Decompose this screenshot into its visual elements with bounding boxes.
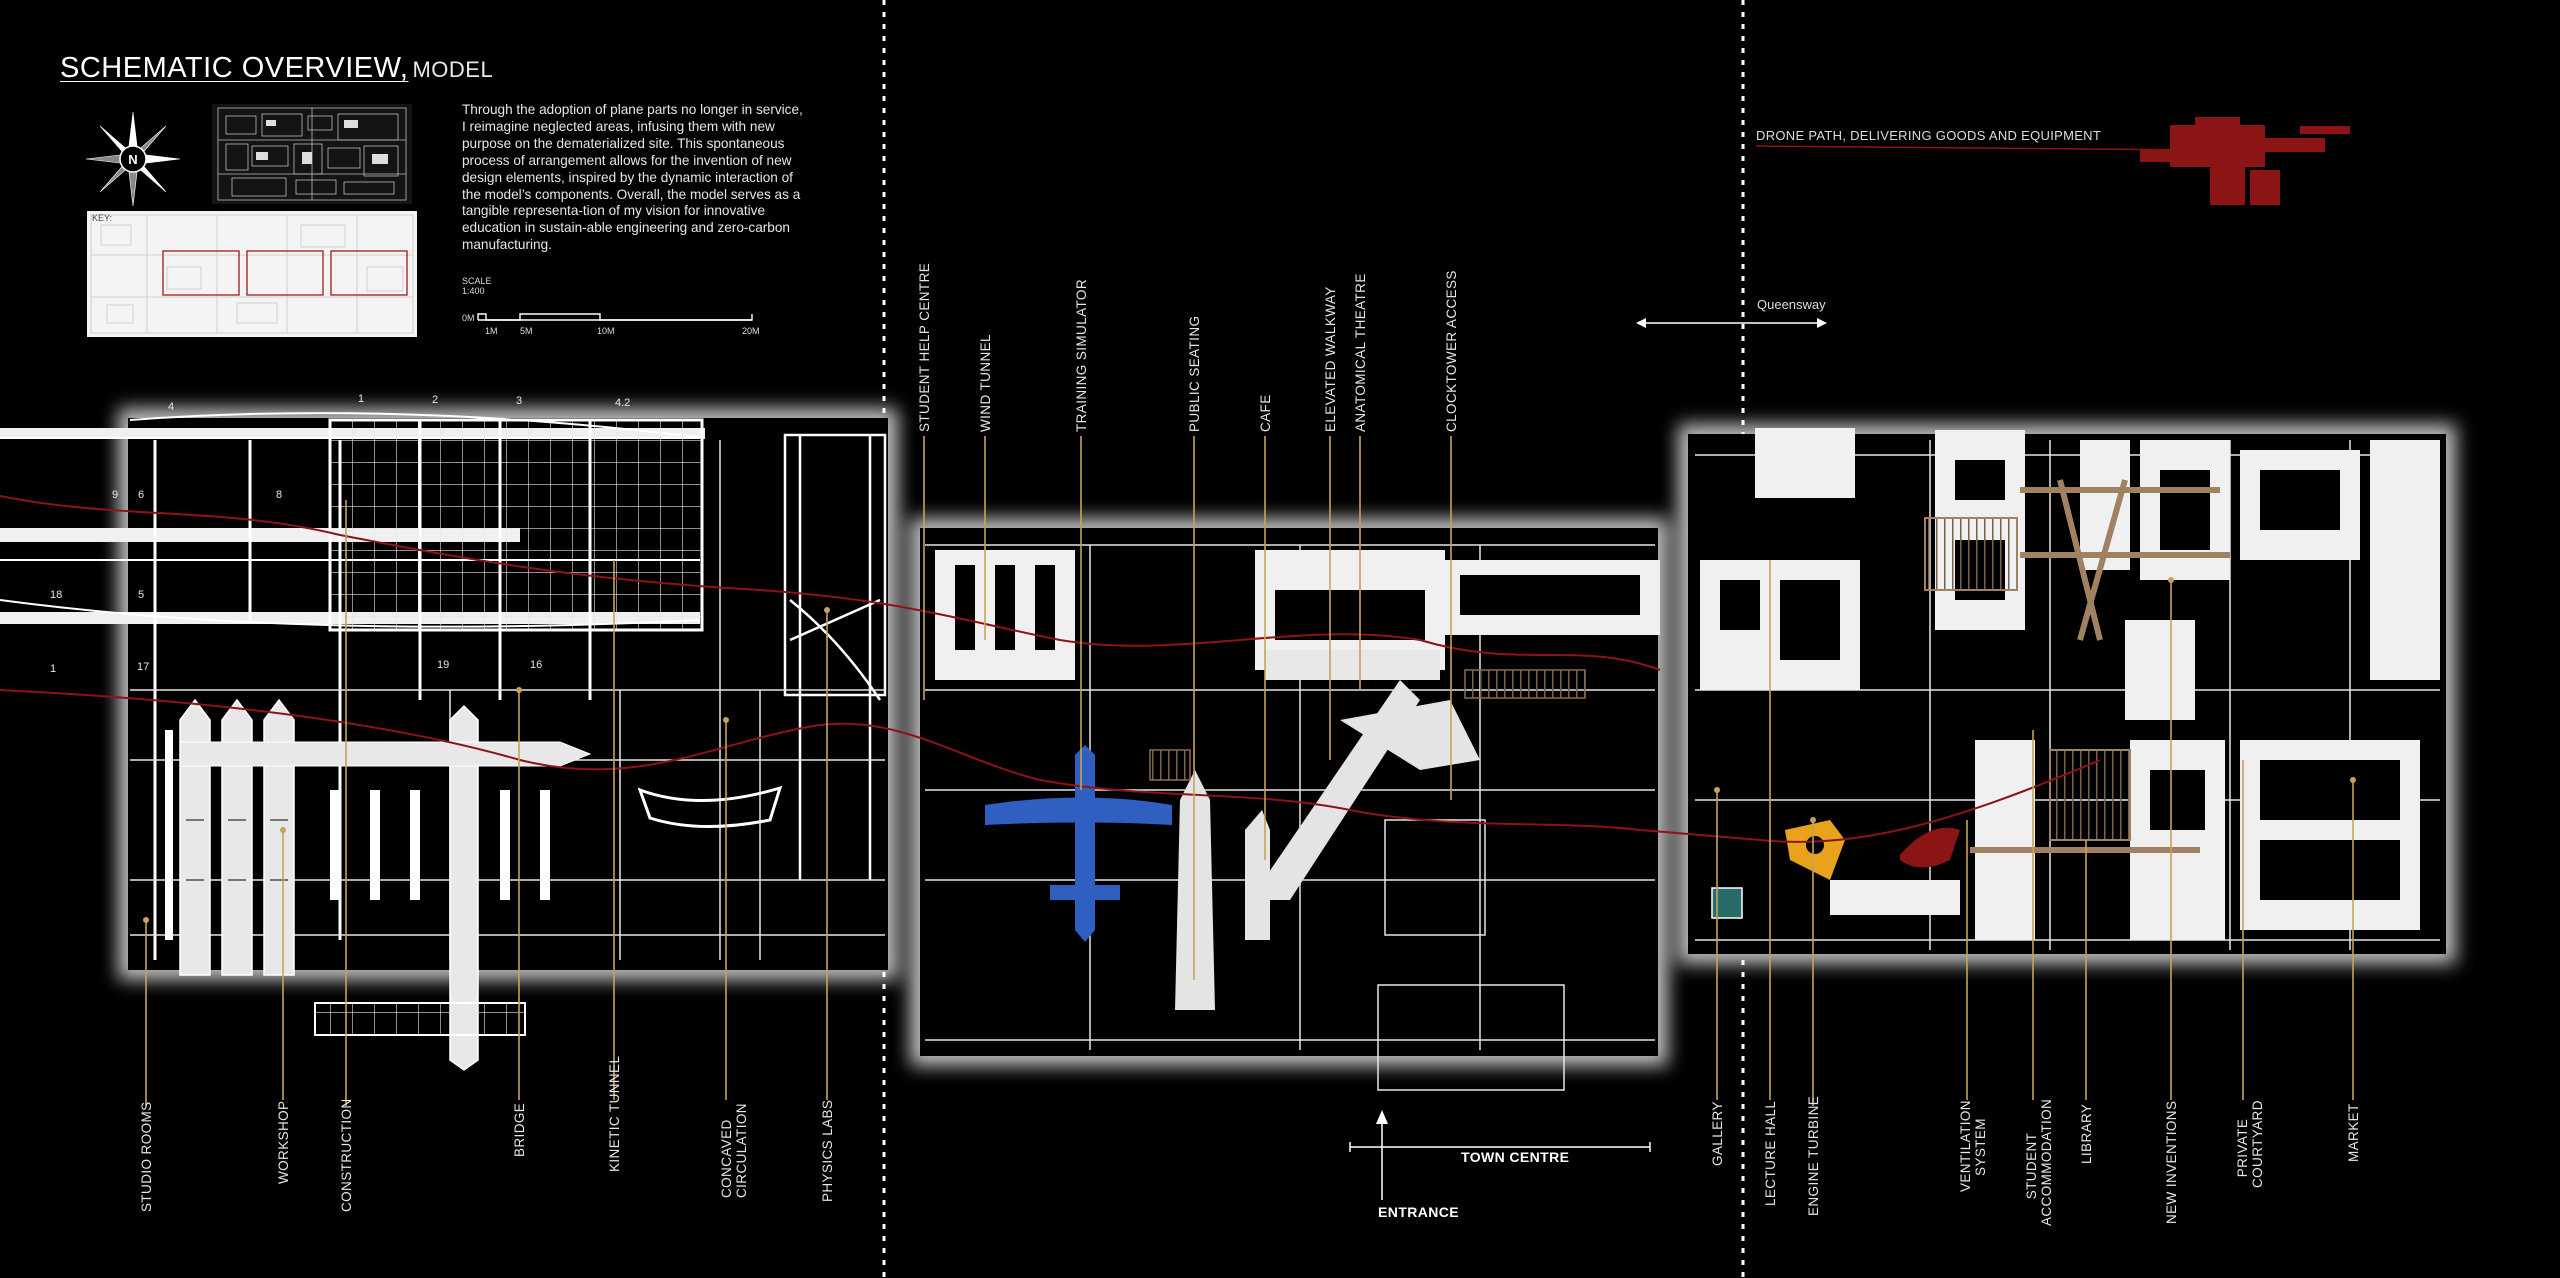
label-construction: CONSTRUCTION xyxy=(339,1098,354,1212)
label-wind-tunnel: WIND TUNNEL xyxy=(978,334,993,432)
label-student-help-centre: STUDENT HELP CENTRE xyxy=(917,262,932,432)
right-model xyxy=(1695,428,2440,950)
compass-icon: N xyxy=(86,112,180,206)
top-leader-lines xyxy=(923,436,1452,980)
scale-tick-0: 0M xyxy=(462,313,475,323)
label-market: MARKET xyxy=(2346,1103,2361,1162)
model-number: 18 xyxy=(50,589,62,601)
label-cafe: CAFE xyxy=(1258,394,1273,432)
label-private-courtyard: PRIVATE COURTYARD xyxy=(2235,1100,2265,1188)
model-number: 3 xyxy=(516,395,522,407)
model-number: 1 xyxy=(358,393,364,405)
label-gallery: GALLERY xyxy=(1710,1101,1725,1166)
entrance-label: ENTRANCE xyxy=(1378,1204,1459,1220)
label-workshop: WORKSHOP xyxy=(276,1100,291,1184)
middle-model xyxy=(925,544,1660,1091)
model-numbers: 4 1 2 3 4.2 9 6 8 18 5 17 1 19 16 xyxy=(50,393,630,675)
scale-bar xyxy=(477,313,753,321)
scale-title: SCALE xyxy=(462,276,492,286)
scale-tick-1: 1M xyxy=(485,326,498,336)
scale-ratio: 1:400 xyxy=(462,286,485,296)
site-plan-thumbnail xyxy=(212,104,412,204)
model-number: 8 xyxy=(276,489,282,501)
compass-letter: N xyxy=(128,152,137,167)
label-bridge: BRIDGE xyxy=(512,1102,527,1157)
label-anatomical-theatre: ANATOMICAL THEATRE xyxy=(1353,273,1368,432)
model-number: 4.2 xyxy=(615,397,630,409)
label-ventilation-system: VENTILATION SYSTEM xyxy=(1958,1100,1988,1192)
model-number: 6 xyxy=(138,489,144,501)
model-number: 2 xyxy=(432,394,438,406)
model-number: 1 xyxy=(50,663,56,675)
page-title: SCHEMATIC OVERVIEW,MODEL xyxy=(60,52,493,85)
model-number: 16 xyxy=(530,659,542,671)
town-centre-label: TOWN CENTRE xyxy=(1461,1149,1570,1165)
label-kinetic-tunnel: KINETIC TUNNEL xyxy=(607,1055,622,1172)
leader-dots xyxy=(143,577,2356,923)
model-number: 4 xyxy=(168,401,174,413)
label-student-accommodation: STUDENT ACCOMMODATION xyxy=(2024,1098,2054,1226)
key-label: KEY: xyxy=(92,213,113,223)
title-sub: MODEL xyxy=(412,57,494,82)
blue-plane xyxy=(985,745,1172,942)
queensway-arrow xyxy=(1636,318,1827,328)
model-number: 5 xyxy=(138,589,144,601)
label-elevated-walkway: ELEVATED WALKWAY xyxy=(1323,286,1338,432)
label-training-simulator: TRAINING SIMULATOR xyxy=(1074,279,1089,432)
model-number: 9 xyxy=(112,489,118,501)
label-engine-turbine: ENGINE TURBINE xyxy=(1806,1095,1821,1216)
red-machine xyxy=(1900,827,1960,868)
drone-icon xyxy=(2140,117,2350,205)
scale-tick-4: 20M xyxy=(742,326,760,336)
label-clocktower-access: CLOCKTOWER ACCESS xyxy=(1444,270,1459,432)
drone-path-label: DRONE PATH, DELIVERING GOODS AND EQUIPME… xyxy=(1756,128,2102,143)
scale-label: SCALE 1:400 xyxy=(462,276,492,296)
town-centre-marker xyxy=(1349,1110,1651,1200)
label-lecture-hall: LECTURE HALL xyxy=(1763,1100,1778,1206)
label-new-inventions: NEW INVENTIONS xyxy=(2164,1100,2179,1224)
scale-tick-2: 5M xyxy=(520,326,533,336)
left-model xyxy=(0,412,887,1071)
label-concaved-circulation: CONCAVED CIRCULATION xyxy=(719,1103,749,1198)
title-main: SCHEMATIC OVERVIEW, xyxy=(60,52,409,84)
label-public-seating: PUBLIC SEATING xyxy=(1187,315,1202,432)
description-text: Through the adoption of plane parts no l… xyxy=(462,102,803,253)
key-map xyxy=(87,211,417,337)
scale-tick-3: 10M xyxy=(597,326,615,336)
bottom-leader-lines xyxy=(145,500,2354,1106)
queensway-label: Queensway xyxy=(1757,297,1826,312)
model-number: 17 xyxy=(137,661,149,673)
label-studio-rooms: STUDIO ROOMS xyxy=(139,1101,154,1212)
label-library: LIBRARY xyxy=(2079,1103,2094,1164)
label-physics-labs: PHYSICS LABS xyxy=(820,1099,835,1202)
model-number: 19 xyxy=(437,659,449,671)
